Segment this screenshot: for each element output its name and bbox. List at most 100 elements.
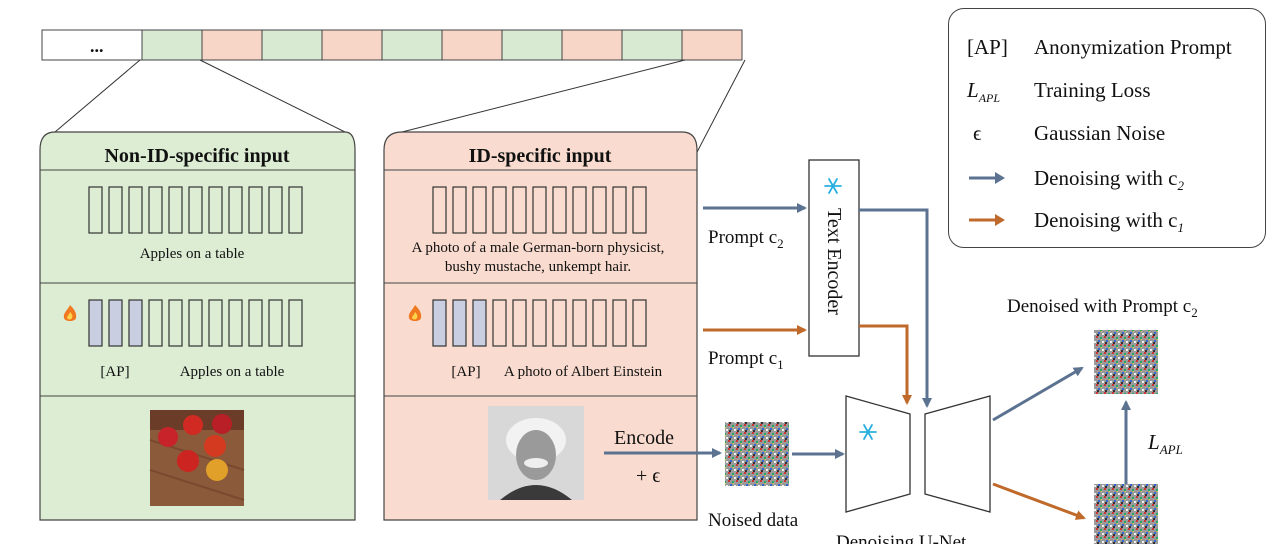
token-row xyxy=(88,299,303,347)
token xyxy=(268,186,283,234)
legend-symbol: ϵ xyxy=(973,121,982,145)
non-id-caption-bottom: Apples on a table xyxy=(180,364,285,380)
token xyxy=(248,186,263,234)
token xyxy=(492,186,507,234)
flame-icon xyxy=(408,305,422,321)
output-blue-arrow xyxy=(992,366,1084,422)
snowflake-icon xyxy=(859,424,877,440)
noised-data-label: Noised data xyxy=(708,510,799,531)
token-strip-cell xyxy=(41,29,143,61)
token xyxy=(148,299,163,347)
token xyxy=(572,299,587,347)
token xyxy=(432,186,447,234)
token xyxy=(248,299,263,347)
token xyxy=(208,186,223,234)
token xyxy=(88,186,103,234)
token xyxy=(512,299,527,347)
unet-label: Denoising U-Net xyxy=(836,532,967,544)
non-id-panel: Non-ID-specific input Apples on a table … xyxy=(39,131,356,521)
token-strip-cell xyxy=(321,29,383,61)
token-strip-cell xyxy=(441,29,503,61)
token xyxy=(592,299,607,347)
legend-text: Denoising with c2 xyxy=(1034,166,1184,194)
token xyxy=(532,299,547,347)
learnable-token xyxy=(88,299,103,347)
blue-arrow-icon xyxy=(967,168,1007,194)
prompt-c1-label: Prompt c1 xyxy=(708,348,784,372)
token xyxy=(612,186,627,234)
token xyxy=(532,186,547,234)
legend-text: Gaussian Noise xyxy=(1034,121,1166,145)
token xyxy=(208,299,223,347)
text-encoder-box xyxy=(808,159,860,357)
token xyxy=(472,186,487,234)
legend-text: Denoising with c1 xyxy=(1034,208,1184,236)
token xyxy=(512,186,527,234)
id-ap-label: [AP] xyxy=(451,364,480,380)
token-strip-cell xyxy=(141,29,203,61)
id-caption-bottom: A photo of Albert Einstein xyxy=(504,364,663,380)
apples-photo xyxy=(149,410,245,506)
legend-text: Training Loss xyxy=(1034,78,1151,102)
denoised-c1-image xyxy=(1094,484,1158,544)
token xyxy=(268,299,283,347)
unet-decoder-block xyxy=(924,395,991,513)
token xyxy=(452,186,467,234)
zoom-line xyxy=(54,59,141,133)
id-panel: ID-specific input A photo of a male Germ… xyxy=(383,131,698,521)
portrait-photo xyxy=(488,406,584,500)
token xyxy=(592,186,607,234)
token-strip-ellipsis: ... xyxy=(90,36,104,56)
token-strip-cell xyxy=(621,29,683,61)
token-strip xyxy=(41,29,743,61)
id-panel-title: ID-specific input xyxy=(469,145,612,167)
noised-data-image xyxy=(725,422,789,486)
encode-label: Encode xyxy=(614,427,674,449)
denoised-c2-image xyxy=(1094,330,1158,394)
legend-symbol: LAPL xyxy=(967,78,1001,106)
token xyxy=(128,186,143,234)
learnable-token xyxy=(472,299,487,347)
non-id-panel-title: Non-ID-specific input xyxy=(104,145,289,167)
non-id-ap-label: [AP] xyxy=(100,364,129,380)
prompt-c2-label: Prompt c2 xyxy=(708,227,784,251)
token xyxy=(632,186,647,234)
learnable-token xyxy=(452,299,467,347)
token xyxy=(228,299,243,347)
orange-arrow-icon xyxy=(967,210,1007,236)
learnable-token xyxy=(108,299,123,347)
token xyxy=(288,299,303,347)
token xyxy=(228,186,243,234)
token xyxy=(148,186,163,234)
zoom-line xyxy=(694,59,746,157)
id-caption-top-line1: A photo of a male German-born physicist, xyxy=(412,240,665,256)
token xyxy=(492,299,507,347)
token-strip-cell xyxy=(201,29,263,61)
legend-symbol: [AP] xyxy=(967,35,1008,59)
token xyxy=(168,299,183,347)
id-caption-top-line2: bushy mustache, unkempt hair. xyxy=(445,259,631,275)
learnable-token xyxy=(128,299,143,347)
loss-label: LAPL xyxy=(1147,430,1183,457)
token xyxy=(552,186,567,234)
legend-text: Anonymization Prompt xyxy=(1034,35,1232,59)
token xyxy=(188,186,203,234)
token-row xyxy=(432,186,647,234)
token xyxy=(168,186,183,234)
token xyxy=(572,186,587,234)
token xyxy=(632,299,647,347)
unet-encoder-block xyxy=(845,395,911,513)
text-encoder-label: Text Encoder xyxy=(823,208,845,315)
token xyxy=(288,186,303,234)
token xyxy=(612,299,627,347)
token-strip-cell xyxy=(681,29,743,61)
non-id-caption-top: Apples on a table xyxy=(140,246,245,262)
token-strip-cell xyxy=(261,29,323,61)
token xyxy=(188,299,203,347)
token-strip-cell xyxy=(381,29,443,61)
plus-epsilon-label: + ϵ xyxy=(636,465,660,487)
encoder-orange-arrow xyxy=(859,324,912,405)
encoder-blue-arrow xyxy=(859,208,932,408)
token-strip-cell xyxy=(501,29,563,61)
